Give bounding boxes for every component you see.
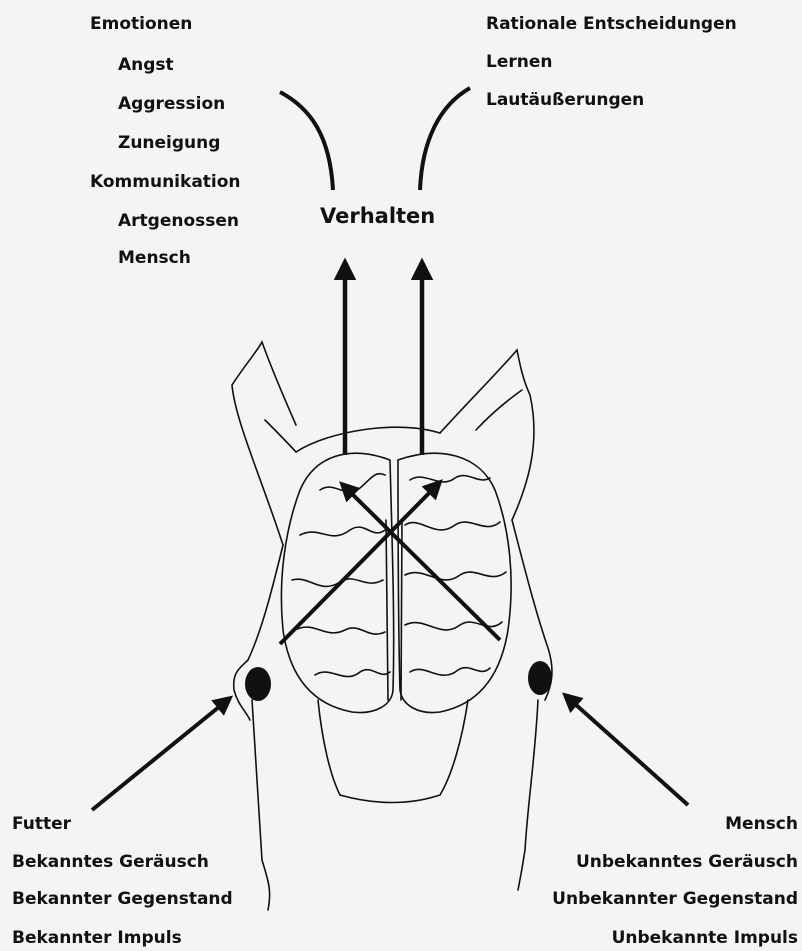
cross-arrow-to-right	[280, 482, 440, 644]
input-unknown-object-label: Unbekannter Gegenstand	[552, 889, 798, 909]
communication-heading: Kommunikation	[90, 172, 241, 192]
behavior-label: Verhalten	[320, 204, 435, 228]
left-eye	[245, 667, 271, 701]
input-known-object-label: Bekannter Gegenstand	[12, 889, 233, 909]
input-human-label: Mensch	[725, 814, 798, 834]
input-known-sound-label: Bekanntes Geräusch	[12, 852, 209, 872]
left-bracket-curve	[280, 92, 333, 190]
right-bracket-curve	[420, 88, 470, 190]
rational-decisions-label: Rationale Entscheidungen	[486, 14, 737, 34]
emotion-aggression-label: Aggression	[118, 94, 225, 114]
emotions-heading: Emotionen	[90, 14, 192, 34]
input-food-label: Futter	[12, 814, 71, 834]
input-known-impulse-label: Bekannter Impuls	[12, 928, 182, 948]
left-input-arrow	[92, 698, 230, 810]
input-unknown-sound-label: Unbekanntes Geräusch	[576, 852, 798, 872]
vocalizations-label: Lautäußerungen	[486, 90, 644, 110]
input-unknown-impulse-label: Unbekannte Impuls	[612, 928, 798, 948]
emotion-affection-label: Zuneigung	[118, 133, 220, 153]
cross-arrow-to-left	[342, 484, 500, 640]
emotion-fear-label: Angst	[118, 55, 174, 75]
communication-human-label: Mensch	[118, 248, 191, 268]
right-input-arrow	[565, 695, 688, 805]
brain	[281, 453, 511, 712]
communication-conspecifics-label: Artgenossen	[118, 211, 239, 231]
learning-label: Lernen	[486, 52, 552, 72]
right-eye	[528, 661, 552, 695]
right-hemisphere	[398, 453, 511, 712]
horse-head-outline	[232, 342, 552, 910]
